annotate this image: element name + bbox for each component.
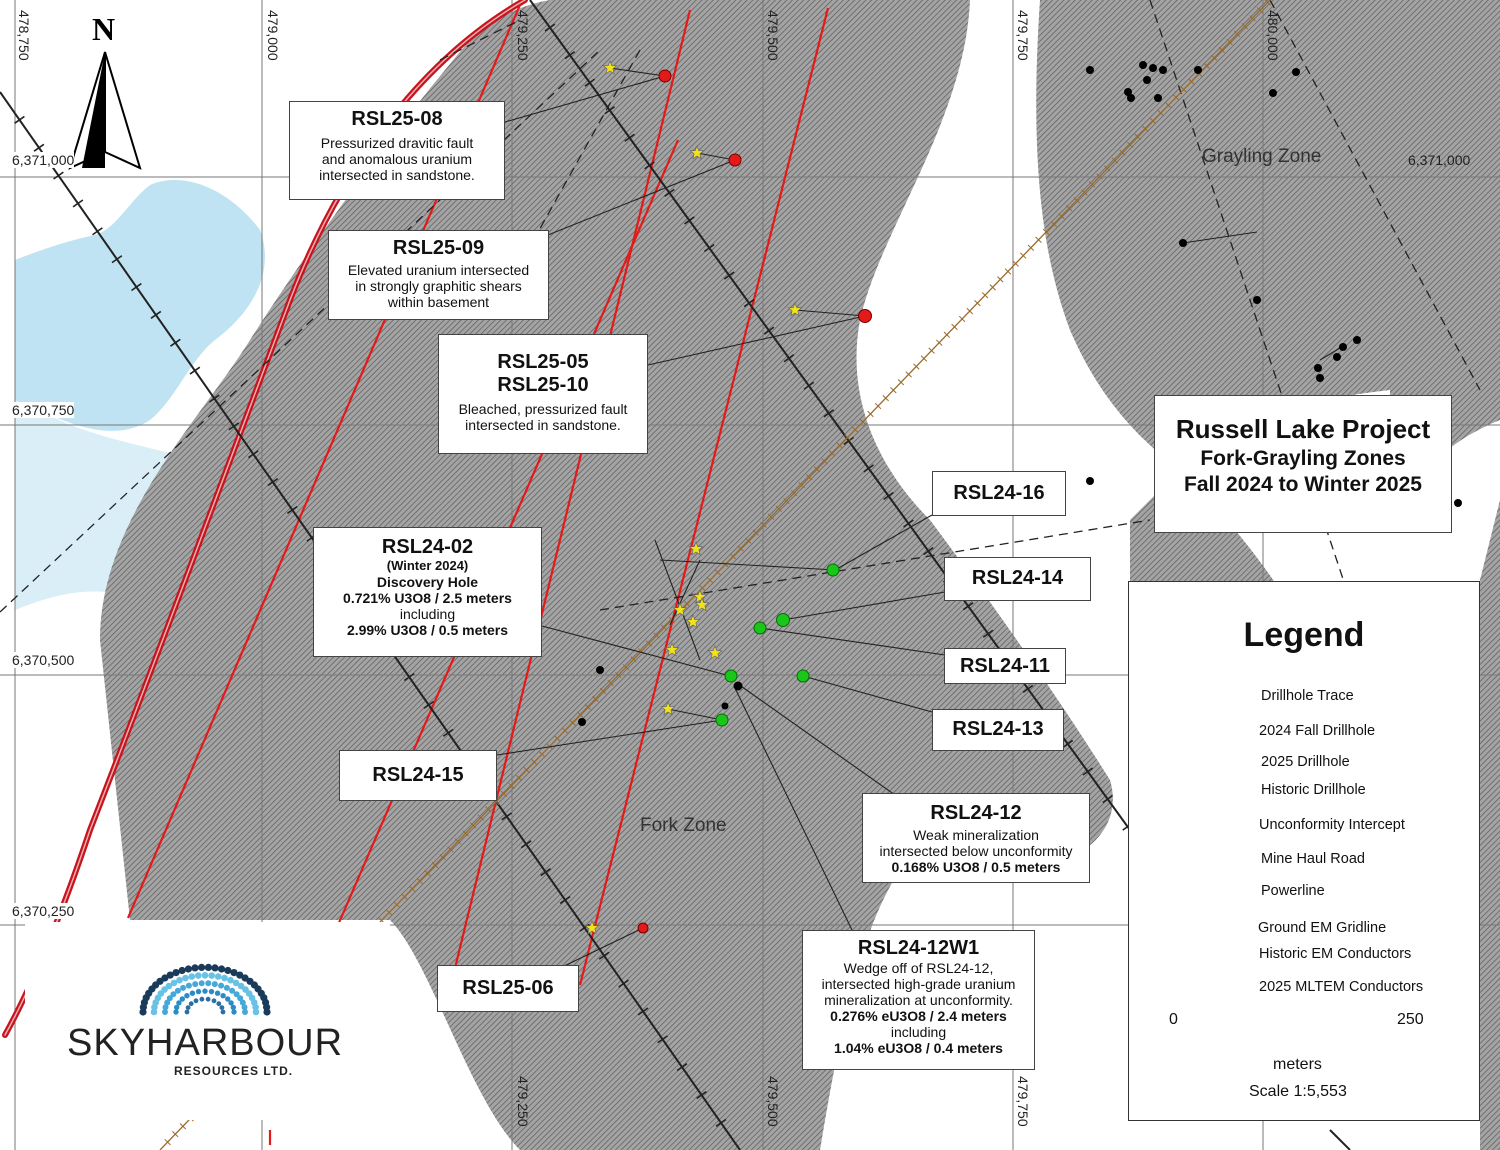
callout-rsl24-16: RSL24-16 (932, 471, 1066, 516)
callout-line: intersected in sandstone. (465, 417, 621, 434)
callout-title: RSL25-06 (462, 977, 554, 999)
callout-title: RSL25-09 (392, 237, 485, 259)
skyharbour-logo: SKYHARBOUR RESOURCES LTD. (25, 922, 390, 1120)
callout-title: RSL24-14 (971, 567, 1064, 589)
callout-line: Bleached, pressurized fault (458, 401, 628, 417)
callout-line: 0.168% U3O8 / 0.5 meters (891, 859, 1061, 876)
callout-title: RSL24-02 (381, 536, 474, 558)
callout-rsl25-09: RSL25-09 Elevated uranium intersected in… (328, 230, 549, 320)
callout-line: 0.721% U3O8 / 2.5 meters (343, 590, 512, 607)
fork-zone-label: Fork Zone (640, 815, 727, 836)
callout-line: intersected below unconformity (879, 843, 1073, 860)
logo-name: SKYHARBOUR (67, 1022, 344, 1064)
callout-title: RSL24-12 (930, 802, 1022, 824)
legend-item-historic-em-conductors: Historic EM Conductors (1259, 946, 1412, 962)
project-title: Russell Lake Project (1175, 414, 1431, 444)
legend-item-powerline: Powerline (1261, 883, 1325, 899)
grid-label-x-479000-top: 479,000 (265, 10, 281, 61)
callout-title: RSL24-15 (372, 764, 464, 786)
callout-title: RSL24-12W1 (857, 937, 980, 959)
callout-title: RSL25-05 (497, 351, 589, 373)
grid-label-x-479750-top: 479,750 (1015, 10, 1031, 61)
callout-line: Weak mineralization (913, 827, 1039, 843)
legend-item-ground-em-gridline: Ground EM Gridline (1258, 920, 1387, 936)
grid-label-x-479250-top: 479,250 (515, 10, 531, 61)
callout-line: (Winter 2024) (386, 558, 469, 573)
grid-label-y-6370250: 6,370,250 (12, 903, 75, 919)
legend-item-unconformity-intercept: Unconformity Intercept (1259, 817, 1405, 833)
legend-item-2024-fall-drillhole: 2024 Fall Drillhole (1259, 723, 1376, 739)
drillhole-traces (496, 67, 1346, 969)
legend-title: Legend (1243, 616, 1365, 654)
grid-label-x-479500-bottom: 479,500 (765, 1076, 781, 1127)
callout-line: Pressurized dravitic fault (320, 135, 474, 151)
callout-line: intersected high-grade uranium (821, 976, 1016, 993)
grid-label-y-6370500: 6,370,500 (12, 652, 75, 668)
callout-line: Discovery Hole (376, 573, 479, 590)
callout-rsl24-02: RSL24-02 (Winter 2024) Discovery Hole 0.… (313, 527, 542, 657)
grid-label-x-479500-top: 479,500 (765, 10, 781, 61)
callout-title: RSL25-08 (351, 108, 443, 130)
period-subtitle: Fall 2024 to Winter 2025 (1184, 473, 1422, 496)
zone-subtitle: Fork-Grayling Zones (1200, 447, 1406, 470)
callout-rsl25-05-10: RSL25-05 RSL25-10 Bleached, pressurized … (438, 334, 648, 454)
callout-rsl24-11: RSL24-11 (944, 648, 1066, 684)
scale-min-label: 0 (1169, 1011, 1178, 1028)
callout-title: RSL24-16 (953, 482, 1045, 504)
drillholes-2025 (637, 69, 872, 934)
callout-title: RSL24-13 (952, 718, 1044, 740)
unconformity-intercepts (584, 60, 803, 935)
grid-label-x-479250-bottom: 479,250 (515, 1076, 531, 1127)
grayling-zone-label: Grayling Zone (1202, 146, 1322, 167)
legend-item-2025-drillhole: 2025 Drillhole (1261, 754, 1350, 770)
callout-line: Elevated uranium intersected (347, 262, 530, 278)
callout-rsl24-13: RSL24-13 (932, 709, 1064, 751)
legend-item-historic-drillhole: Historic Drillhole (1261, 782, 1366, 798)
callout-line: including (399, 606, 456, 623)
callout-line: Wedge off of RSL24-12, (843, 960, 994, 976)
north-arrow (68, 51, 142, 170)
legend-item-mine-haul-road: Mine Haul Road (1261, 851, 1365, 867)
grid-label-y-6371000-right: 6,371,000 (1408, 152, 1471, 168)
north-label: N (92, 11, 115, 47)
logo-subtitle: RESOURCES LTD. (174, 1064, 294, 1078)
callout-title: RSL24-11 (959, 655, 1051, 677)
historic-drillholes (578, 61, 1462, 726)
scale-unit-label: meters (1273, 1056, 1322, 1073)
callout-line: intersected in sandstone. (319, 167, 475, 184)
callout-rsl24-12: RSL24-12 Weak mineralization intersected… (862, 793, 1090, 883)
grayling-zone-hatch-south (1130, 470, 1500, 1150)
callout-line: within basement (387, 294, 490, 311)
callout-line: 2.99% U3O8 / 0.5 meters (346, 622, 509, 639)
grid-label-y-6371000-left: 6,371,000 (12, 152, 75, 168)
callout-line: mineralization at unconformity. (824, 992, 1013, 1009)
lake (15, 180, 265, 431)
callout-rsl25-08: RSL25-08 Pressurized dravitic fault and … (289, 101, 505, 200)
grid-label-x-478750-top: 478,750 (16, 10, 32, 61)
callout-rsl25-06: RSL25-06 (437, 965, 579, 1012)
callout-title: RSL25-10 (497, 374, 589, 396)
legend: Legend Drillhole Trace 2024 Fall Drillho… (1128, 581, 1480, 1121)
callout-line: including (890, 1024, 947, 1041)
callout-line: in strongly graphitic shears (355, 278, 522, 295)
callout-line: 1.04% eU3O8 / 0.4 meters (834, 1040, 1003, 1057)
callout-rsl24-12w1: RSL24-12W1 Wedge off of RSL24-12, inters… (802, 930, 1035, 1070)
callout-line: 0.276% eU3O8 / 2.4 meters (830, 1008, 1007, 1025)
callout-line: and anomalous uranium (321, 151, 473, 168)
grid-label-x-480000-top: 480,000 (1265, 10, 1281, 61)
map-title-box: Russell Lake Project Fork-Grayling Zones… (1154, 395, 1452, 533)
grid-label-y-6370750: 6,370,750 (12, 402, 75, 418)
grayling-zone-hatch (1036, 0, 1500, 520)
drillholes-2024-fall (715, 563, 840, 727)
grid-label-x-479750-bottom: 479,750 (1015, 1076, 1031, 1127)
callout-rsl24-14: RSL24-14 (944, 557, 1091, 601)
legend-item-drillhole-trace: Drillhole Trace (1261, 688, 1354, 704)
callout-rsl24-15: RSL24-15 (339, 750, 497, 801)
legend-item-mltem-conductors: 2025 MLTEM Conductors (1259, 979, 1424, 995)
scale-ratio-label: Scale 1:5,553 (1249, 1083, 1347, 1100)
scale-max-label: 250 (1397, 1011, 1424, 1028)
